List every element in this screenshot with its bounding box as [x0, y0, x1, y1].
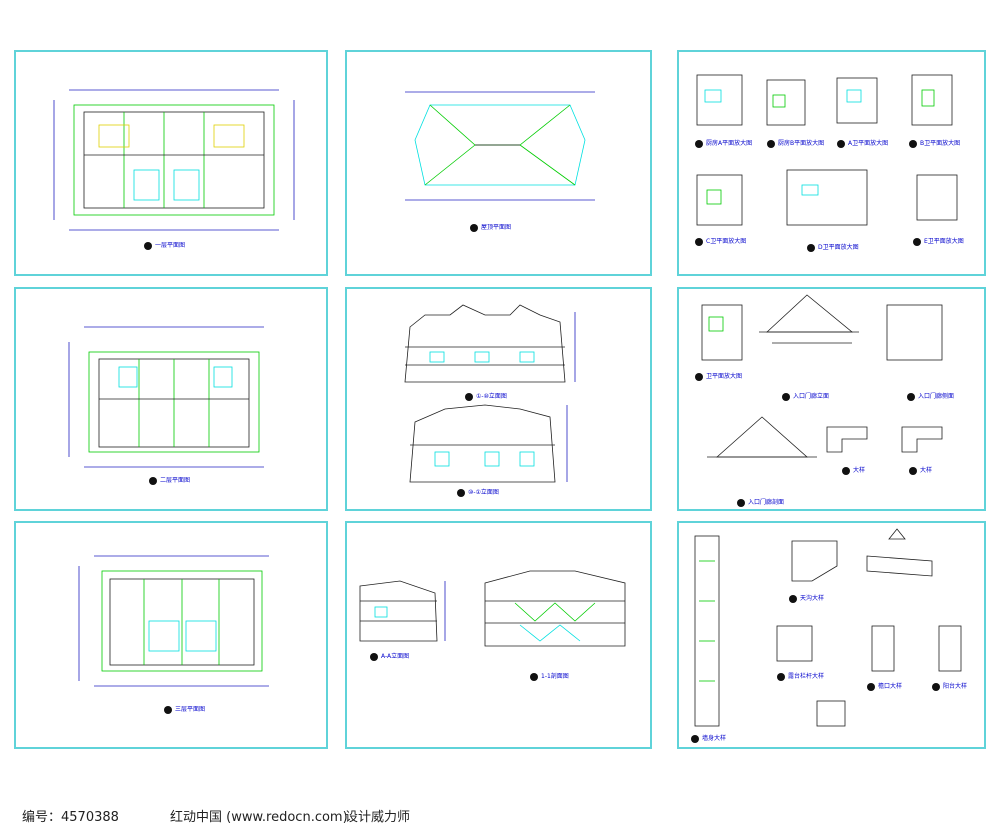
detail-caption: E卫平面放大图 — [913, 236, 964, 246]
tag-label: 设计威力师 — [345, 810, 411, 825]
detail-caption: 天沟大样 — [789, 593, 824, 603]
detail-caption: 墙身大样 — [691, 733, 726, 743]
sheet-roof-plan[interactable]: 屋顶平面图 — [345, 50, 652, 276]
detail-caption: ⑩-①立面图 — [457, 487, 499, 497]
detail-caption: 大样 — [842, 465, 865, 475]
sheet-caption: 一层平面图 — [144, 240, 185, 250]
detail-caption: 1-1剖面图 — [530, 671, 569, 681]
detail-caption: 入口门廊剖面 — [737, 497, 784, 507]
sheet-caption: 屋顶平面图 — [470, 222, 511, 232]
detail-caption: 阳台大样 — [932, 681, 967, 691]
detail-caption: 入口门廊立面 — [782, 391, 829, 401]
detail-caption: ①-⑩立面图 — [465, 391, 507, 401]
detail-caption: 卫平面放大图 — [695, 371, 742, 381]
id-label: 编号：4570388 — [22, 810, 119, 825]
detail-caption: 檐口大样 — [867, 681, 902, 691]
sheet-caption: 二层平面图 — [149, 475, 190, 485]
detail-caption: A卫平面放大图 — [837, 138, 888, 148]
sheet-side-section[interactable]: A-A立面图 1-1剖面图 — [345, 521, 652, 749]
sheet-plan-1[interactable]: 一层平面图 — [14, 50, 328, 276]
site-label: 红动中国 (www.redocn.com) — [170, 810, 348, 825]
detail-caption: A-A立面图 — [370, 651, 409, 661]
sheet-grid: 一层平面图 屋顶平面图 — [0, 0, 1000, 800]
detail-caption: D卫平面放大图 — [807, 242, 859, 252]
sheet-wall-details[interactable]: 墙身大样 天沟大样 露台栏杆大样 檐口大样 阳台大样 — [677, 521, 986, 749]
detail-caption: C卫平面放大图 — [695, 236, 746, 246]
detail-caption: B卫平面放大图 — [909, 138, 960, 148]
detail-caption: 入口门廊侧面 — [907, 391, 954, 401]
sheet-plan-2[interactable]: 二层平面图 — [14, 287, 328, 511]
detail-caption: 厨房A平面放大图 — [695, 138, 752, 148]
sheet-caption: 三层平面图 — [164, 704, 205, 714]
detail-caption: 厨房B平面放大图 — [767, 138, 824, 148]
sheet-elevations[interactable]: ①-⑩立面图 ⑩-①立面图 — [345, 287, 652, 511]
sheet-bath-details[interactable]: 厨房A平面放大图 厨房B平面放大图 A卫平面放大图 B卫平面放大图 C卫平面放大… — [677, 50, 986, 276]
sheet-entry-details[interactable]: 卫平面放大图 入口门廊立面 入口门廊侧面 入口门廊剖面 大样 大样 — [677, 287, 986, 511]
detail-caption: 大样 — [909, 465, 932, 475]
watermark-footer: 编号：4570388 红动中国 (www.redocn.com) 设计威力师 — [0, 800, 1000, 830]
detail-caption: 露台栏杆大样 — [777, 671, 824, 681]
sheet-plan-3[interactable]: 三层平面图 — [14, 521, 328, 749]
